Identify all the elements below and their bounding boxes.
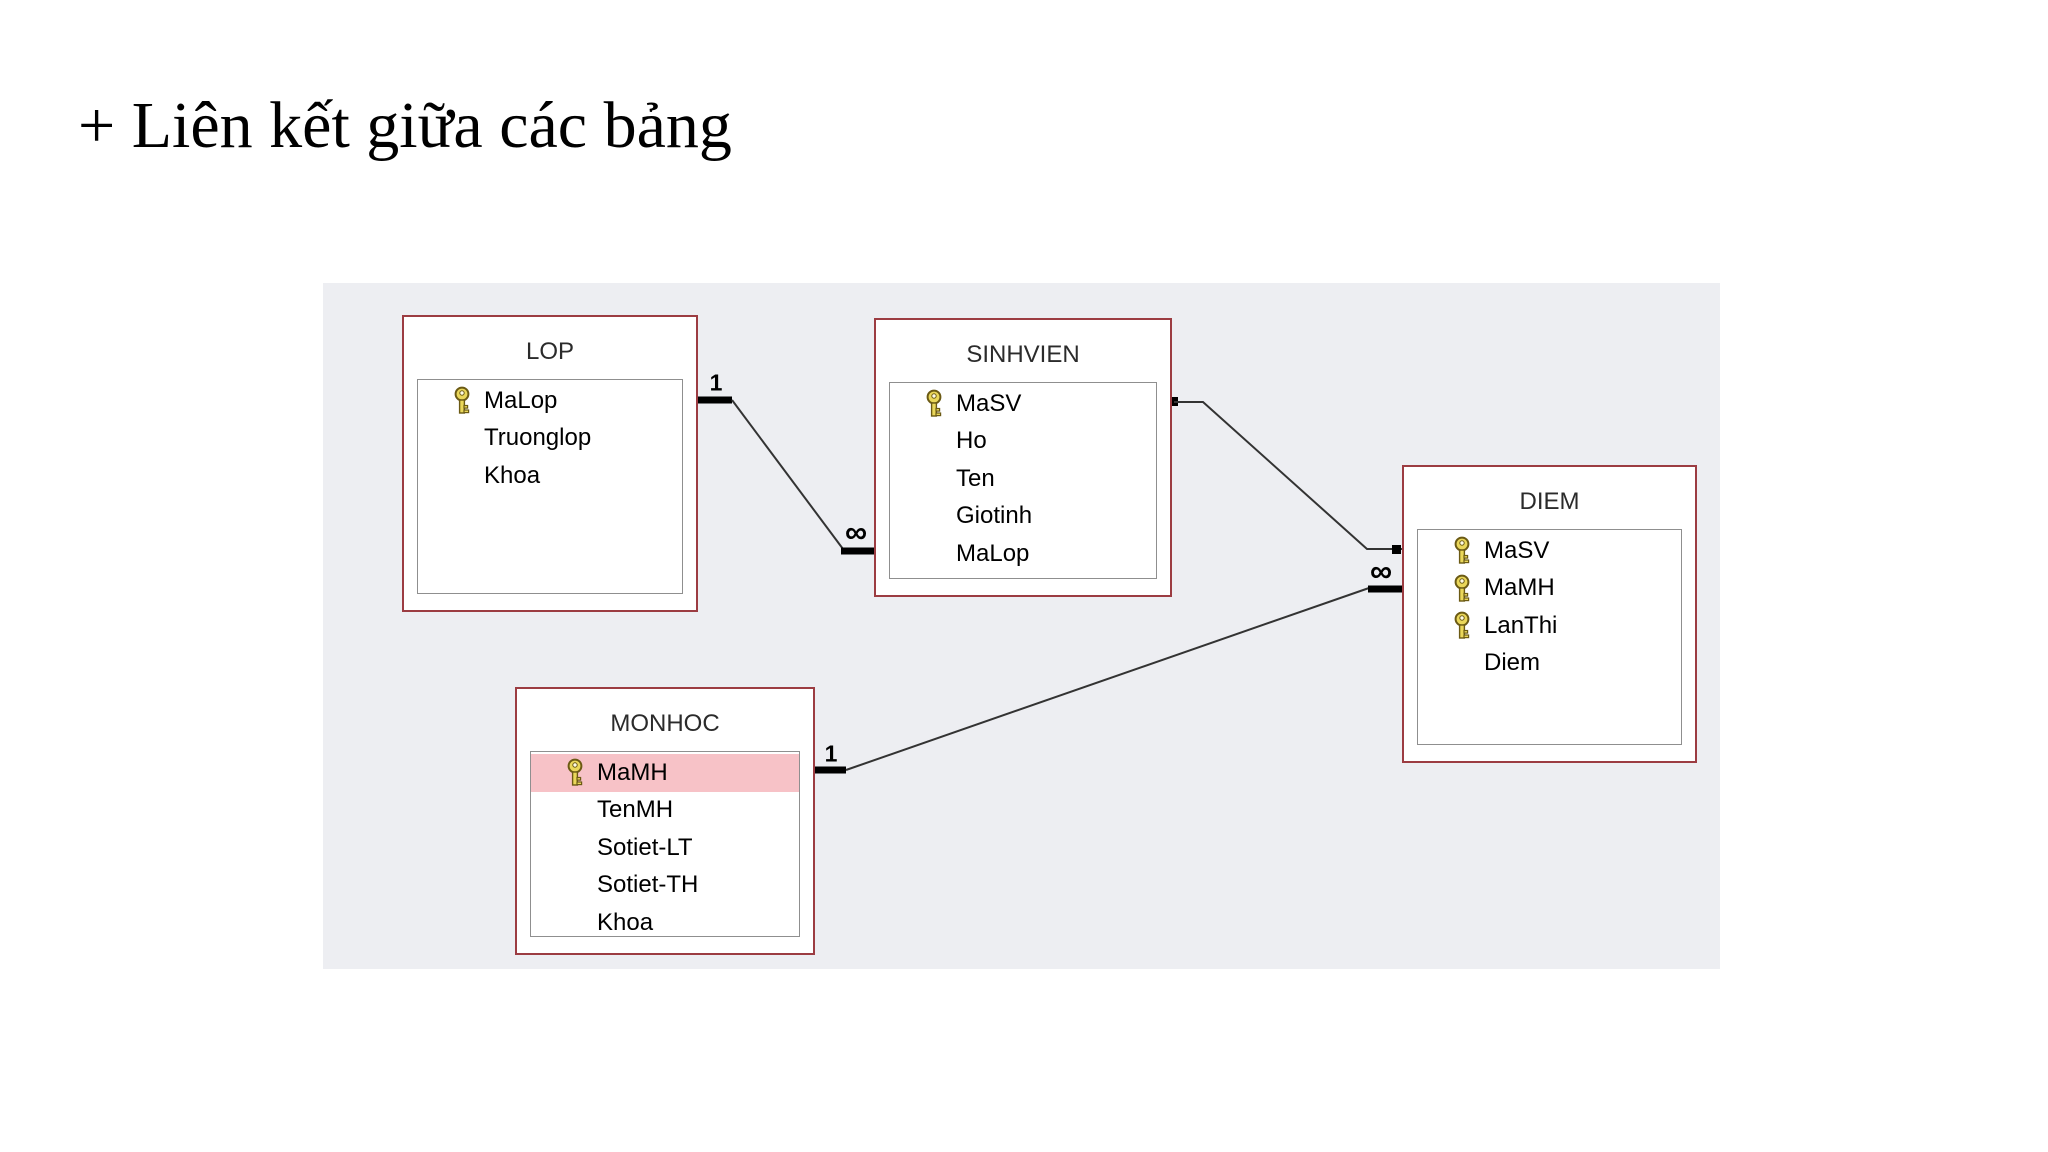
primary-key-icon-slot (452, 386, 484, 415)
field-label: Khoa (597, 908, 654, 936)
field-label: Ten (956, 464, 995, 492)
field-row-malop[interactable]: MaLop (890, 535, 1156, 573)
key-icon (1454, 611, 1470, 639)
field-label: MaMH (597, 758, 668, 786)
field-row-ho[interactable]: Ho (890, 423, 1156, 461)
field-label: Truonglop (484, 424, 592, 452)
field-row-khoa[interactable]: Khoa (531, 904, 799, 936)
field-label: TenMH (597, 796, 674, 824)
field-label: LanThi (1484, 611, 1558, 639)
field-row-malop[interactable]: MaLop (418, 382, 682, 420)
relationship-line-monhoc-diem[interactable] (812, 585, 1402, 774)
field-row-mamh[interactable]: MaMH (1418, 570, 1681, 608)
primary-key-icon-slot (565, 758, 597, 787)
key-icon (1454, 536, 1470, 564)
field-row-truonglop[interactable]: Truonglop (418, 420, 682, 458)
key-icon (926, 389, 942, 417)
field-label: MaLop (956, 539, 1030, 567)
table-title: SINHVIEN (966, 341, 1080, 368)
field-row-khoa[interactable]: Khoa (418, 457, 682, 495)
cardinality-many-label: ∞ (1369, 553, 1393, 589)
table-title: MONHOC (610, 710, 720, 737)
key-icon (454, 386, 470, 414)
field-row-mamh[interactable]: MaMH (531, 754, 799, 792)
relationship-line-lop-sinhvien[interactable] (697, 396, 875, 555)
field-row-masv[interactable]: MaSV (1418, 532, 1681, 570)
field-row-diem[interactable]: Diem (1418, 645, 1681, 683)
field-label: MaMH (1484, 574, 1555, 602)
field-row-lanthi[interactable]: LanThi (1418, 607, 1681, 645)
field-label: MaSV (1484, 536, 1550, 564)
cardinality-many-label: ∞ (844, 514, 868, 550)
cardinality-one-label: 1 (709, 369, 723, 396)
field-row-masv[interactable]: MaSV (890, 385, 1156, 423)
table-title: LOP (525, 338, 575, 365)
field-label: Diem (1484, 649, 1541, 677)
field-label: Ho (956, 427, 987, 455)
key-icon (1454, 574, 1470, 602)
primary-key-icon-slot (924, 389, 956, 418)
field-row-giotinh[interactable]: Giotinh (890, 498, 1156, 536)
field-row-sotiet-lt[interactable]: Sotiet-LT (531, 829, 799, 867)
field-row-tenmh[interactable]: TenMH (531, 792, 799, 830)
field-label: MaSV (956, 389, 1022, 417)
field-label: Sotiet-TH (597, 871, 699, 899)
field-list: MaMH TenMH Sotiet-LT Sotiet-TH Khoa (530, 751, 800, 937)
field-row-sotiet-th[interactable]: Sotiet-TH (531, 867, 799, 905)
page-title: + Liên kết giữa các bảng (78, 89, 732, 162)
field-label: MaLop (484, 386, 558, 414)
field-label: Giotinh (956, 502, 1033, 530)
key-icon (567, 758, 583, 786)
table-monhoc[interactable]: MONHOC MaMH TenMH Sotiet-LT Sotiet-TH Khoa (515, 687, 815, 955)
field-label: Khoa (484, 461, 541, 489)
primary-key-icon-slot (1452, 574, 1484, 603)
field-label: Sotiet-LT (597, 833, 693, 861)
cardinality-one-label: 1 (824, 740, 838, 767)
table-title: DIEM (1519, 488, 1580, 515)
primary-key-icon-slot (1452, 611, 1484, 640)
primary-key-icon-slot (1452, 536, 1484, 565)
field-row-ten[interactable]: Ten (890, 460, 1156, 498)
